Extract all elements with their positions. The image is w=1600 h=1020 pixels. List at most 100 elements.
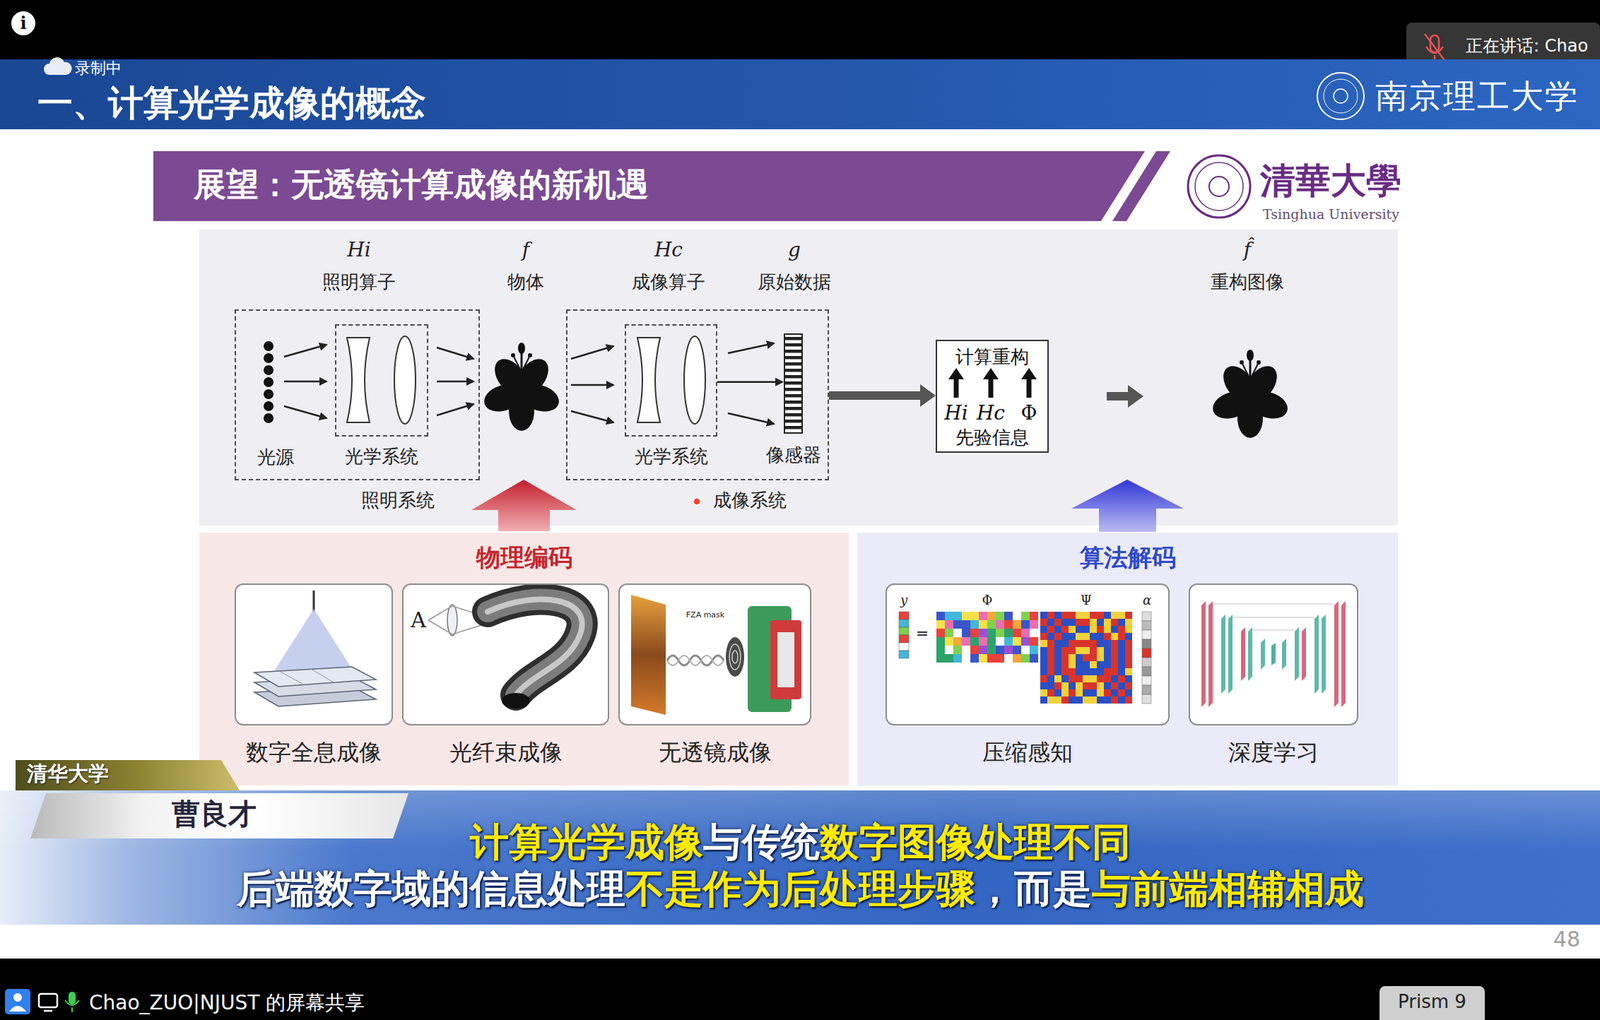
- basis-cell: [1096, 633, 1104, 641]
- coefficient-cell: [1142, 630, 1152, 640]
- operator-symbol: f: [522, 238, 530, 262]
- basis-cell: [1096, 689, 1104, 697]
- basis-cell: [1061, 647, 1069, 655]
- basis-cell: [1040, 612, 1048, 620]
- basis-cell: [1054, 675, 1062, 683]
- matrix-cell: [944, 620, 954, 629]
- basis-cell: [1075, 640, 1083, 648]
- hologram-art: [279, 671, 303, 685]
- basis-cell: [1082, 647, 1090, 655]
- window-chrome: [68, 992, 76, 1005]
- window-chrome: [0, 959, 1600, 1020]
- basis-cell: [1082, 696, 1090, 704]
- university-logo-text: 清華大學: [1260, 160, 1402, 202]
- coefficient-cell: [1142, 648, 1152, 658]
- basis-cell: [1110, 619, 1119, 627]
- text-holder: A: [410, 608, 427, 634]
- figure-caption: 压缩感知: [982, 739, 1073, 767]
- basis-cell: [1110, 626, 1119, 634]
- coding-arrow: [1071, 479, 1184, 533]
- window-chrome: [11, 11, 36, 36]
- basis-cell: [1082, 675, 1090, 683]
- basis-cell: [1068, 696, 1076, 704]
- network-layer: [1314, 614, 1319, 694]
- banner-decoration: [1187, 155, 1251, 218]
- system-label: 照明系统: [361, 490, 435, 512]
- text-holder: g: [787, 238, 801, 262]
- connector-line: [717, 381, 776, 384]
- basis-cell: [1061, 640, 1069, 648]
- text-holder: 照明算子: [322, 272, 396, 294]
- imaging-system-box: 成像系统光学系统像感器: [566, 309, 829, 481]
- reconstruction-arrows: [1026, 378, 1032, 398]
- affiliation-tag: 清华大学: [15, 760, 240, 791]
- basis-cell: [1096, 619, 1104, 627]
- header-band: [1323, 79, 1358, 114]
- basis-cell: [1110, 612, 1119, 620]
- basis-cell: [1040, 689, 1048, 697]
- matrix-cell: [1004, 628, 1013, 638]
- subtitle-line: 计算光学成像与传统数字图像处理不同: [469, 820, 1131, 866]
- basis-cell: [1082, 612, 1090, 620]
- operator-name: 照明算子: [322, 272, 396, 294]
- part-label: 光学系统: [634, 446, 709, 468]
- basis-cell: [1118, 661, 1126, 669]
- basis-cell: [1061, 619, 1069, 627]
- matrix-cell: [978, 637, 988, 646]
- basis-cell: [1103, 619, 1111, 627]
- operator-name: 物体: [507, 272, 545, 294]
- text-holder: 录制中: [74, 59, 122, 78]
- matrix-cell: [995, 612, 1005, 621]
- matrix-cell: [1029, 637, 1039, 646]
- basis-cell: [1096, 675, 1104, 683]
- basis-cell: [1054, 654, 1062, 662]
- subtitle-segment: 计算光学成像: [469, 820, 704, 866]
- connector: [828, 384, 936, 408]
- text-holder: 清華大學: [1260, 160, 1402, 202]
- speaker-name: 曹良才: [171, 797, 257, 831]
- basis-cell: [1068, 626, 1076, 634]
- matrix-cell: [978, 654, 988, 663]
- basis-cell: [1089, 619, 1097, 627]
- vector-cell: [898, 643, 909, 651]
- window-chrome: [4, 989, 31, 1015]
- basis-cell: [1096, 668, 1104, 676]
- basis-cell: [1089, 682, 1097, 690]
- matrix-cell: [944, 637, 954, 646]
- window-chrome: [9, 1006, 27, 1013]
- speaker-status: 正在讲话: Chao: [1465, 36, 1588, 57]
- basis-cell: [1047, 612, 1055, 620]
- matrix-cell: [1021, 645, 1030, 655]
- matrix-cell: [936, 628, 945, 638]
- basis-cell: [1125, 626, 1133, 634]
- light-ray: [284, 380, 327, 384]
- basis-cell: [1040, 661, 1048, 669]
- text-holder: 成像算子: [631, 272, 706, 294]
- text-holder: 光学系统: [634, 446, 709, 468]
- lensless-camera-art: [732, 650, 738, 664]
- recording-status: 录制中: [74, 59, 122, 78]
- header-band: [1317, 72, 1364, 120]
- lensless-camera-art: [777, 632, 795, 688]
- matrix-cell: [936, 637, 945, 646]
- panel-grounds: [857, 532, 1398, 786]
- text-holder: α: [1142, 593, 1152, 609]
- text-holder: 光学系统: [344, 446, 419, 468]
- basis-cell: [1089, 696, 1097, 704]
- matrix-cell: [978, 645, 988, 655]
- text-holder: Tsinghua University: [1262, 207, 1400, 223]
- box-title: 计算重构: [955, 346, 1029, 369]
- text-holder: FZA mask: [686, 607, 725, 621]
- basis-cell: [1125, 612, 1133, 620]
- basis-cell: [1047, 647, 1055, 655]
- matrix-cell: [978, 612, 988, 621]
- matrix-cell: [970, 612, 979, 621]
- basis-cell: [1103, 668, 1111, 676]
- basis-cell: [1068, 654, 1076, 662]
- skip-connection: [1232, 616, 1315, 619]
- figure-box: 深度学习: [1188, 583, 1359, 726]
- matrix-cell: [953, 620, 962, 629]
- network-layer: [1248, 627, 1253, 682]
- basis-cell: [1054, 682, 1062, 690]
